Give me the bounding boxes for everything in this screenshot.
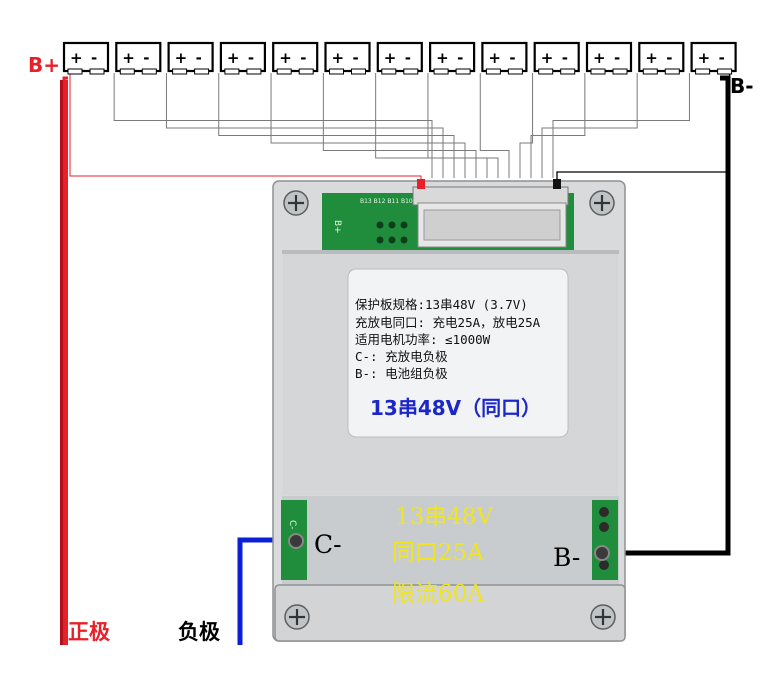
cell-minus-sign: - <box>196 49 202 67</box>
cell-plus-sign: + <box>122 49 135 67</box>
cell-plus-sign: + <box>175 49 188 67</box>
cell-terminal-3: +- <box>167 41 214 75</box>
protection-board: B13 B12 B11 B10 B9 B8 B+ 保护板规格:13串48V (3… <box>272 179 626 642</box>
cell-terminal-4: +- <box>219 41 266 75</box>
cell-plus-sign: + <box>332 49 345 67</box>
spec-line-2: 充放电同口: 充电25A，放电25A <box>355 315 541 330</box>
right-strip-pads <box>599 507 609 570</box>
cell-plus-sign: + <box>70 49 83 67</box>
cell-minus-sign: - <box>91 49 97 67</box>
cell-minus-sign: - <box>405 49 411 67</box>
c-minus-pad <box>288 533 304 549</box>
sense-wire-9 <box>519 73 534 178</box>
spec-line-3: 适用电机功率: ≤1000W <box>355 332 491 347</box>
cell-terminal-12: +- <box>638 41 685 75</box>
cell-plus-sign: + <box>645 49 658 67</box>
spec-line-4: C-: 充放电负极 <box>355 349 448 364</box>
board-text-limit: 限流60A <box>392 581 484 607</box>
cell-plus-sign: + <box>593 49 606 67</box>
negative-label: 负极 <box>178 619 221 644</box>
cell-terminal-1: +- <box>62 41 110 75</box>
balance-sense-wires <box>69 73 731 182</box>
cell-minus-sign: - <box>248 49 254 67</box>
board-text-series: 13串48V <box>395 504 494 530</box>
cell-plus-sign: + <box>698 49 711 67</box>
b-minus-top-label: B- <box>730 74 754 98</box>
screw-top-left <box>283 190 309 216</box>
sense-wire-3 <box>218 73 455 178</box>
cell-terminal-row: +-+-+-+-+-+-+-+-+-+-+-+-+- <box>62 41 737 75</box>
sense-wire-2 <box>165 73 444 178</box>
cell-plus-sign: + <box>488 49 501 67</box>
sense-wire-12 <box>552 73 690 178</box>
pcb-pads <box>376 221 408 244</box>
balance-connector <box>412 179 569 248</box>
sense-wire-6 <box>375 73 488 178</box>
pcb-c-minus-mark: C- <box>287 520 297 530</box>
cell-minus-sign: - <box>300 49 306 67</box>
sense-wire-7 <box>427 73 499 178</box>
cell-plus-sign: + <box>541 49 554 67</box>
cell-plus-sign: + <box>227 49 240 67</box>
b-minus-wire <box>600 75 731 556</box>
cell-terminal-9: +- <box>481 41 528 75</box>
cell-plus-sign: + <box>384 49 397 67</box>
sense-wire-1 <box>113 73 433 178</box>
cell-minus-sign: - <box>353 49 359 67</box>
cell-terminal-10: +- <box>533 41 580 75</box>
sense-wire-11 <box>541 73 638 178</box>
positive-label: 正极 <box>68 619 111 644</box>
c-minus-label: C- <box>314 530 342 559</box>
cell-minus-sign: - <box>666 49 672 67</box>
screw-bottom-right <box>590 604 616 630</box>
cell-terminal-8: +- <box>429 41 476 75</box>
board-text-port: 同口25A <box>392 540 484 566</box>
cell-minus-sign: - <box>143 49 149 67</box>
sense-wire-4 <box>270 73 466 178</box>
cell-minus-sign: - <box>614 49 620 67</box>
sense-wire-5 <box>322 73 477 178</box>
spec-title: 13串48V（同口） <box>370 396 541 420</box>
b-plus-label: B+ <box>28 53 60 77</box>
spec-line-5: B-: 电池组负极 <box>355 366 448 381</box>
sense-wire-8 <box>479 73 510 178</box>
cell-minus-sign: - <box>457 49 463 67</box>
pcb-header-text: B13 B12 B11 B10 B9 B8 <box>360 198 433 205</box>
sense-wire-10 <box>530 73 586 178</box>
cell-minus-sign: - <box>719 49 725 67</box>
cell-plus-sign: + <box>279 49 292 67</box>
positive-wire <box>60 76 68 645</box>
cell-minus-sign: - <box>562 49 568 67</box>
cell-minus-sign: - <box>509 49 515 67</box>
cell-terminal-13: +- <box>690 41 737 75</box>
screw-bottom-left <box>284 604 310 630</box>
cell-terminal-11: +- <box>585 41 633 75</box>
cell-terminal-7: +- <box>376 41 423 75</box>
pcb-b-plus-mark: B+ <box>332 220 342 234</box>
cell-plus-sign: + <box>436 49 449 67</box>
cell-terminal-2: +- <box>115 41 162 75</box>
spec-line-1: 保护板规格:13串48V (3.7V) <box>355 297 528 312</box>
b-minus-board-label: B- <box>553 543 580 572</box>
b-minus-pad <box>594 545 610 561</box>
cell-terminal-6: +- <box>324 41 371 75</box>
spec-label-card <box>347 268 569 438</box>
cell-terminal-5: +- <box>272 41 319 75</box>
screw-top-right <box>589 190 615 216</box>
